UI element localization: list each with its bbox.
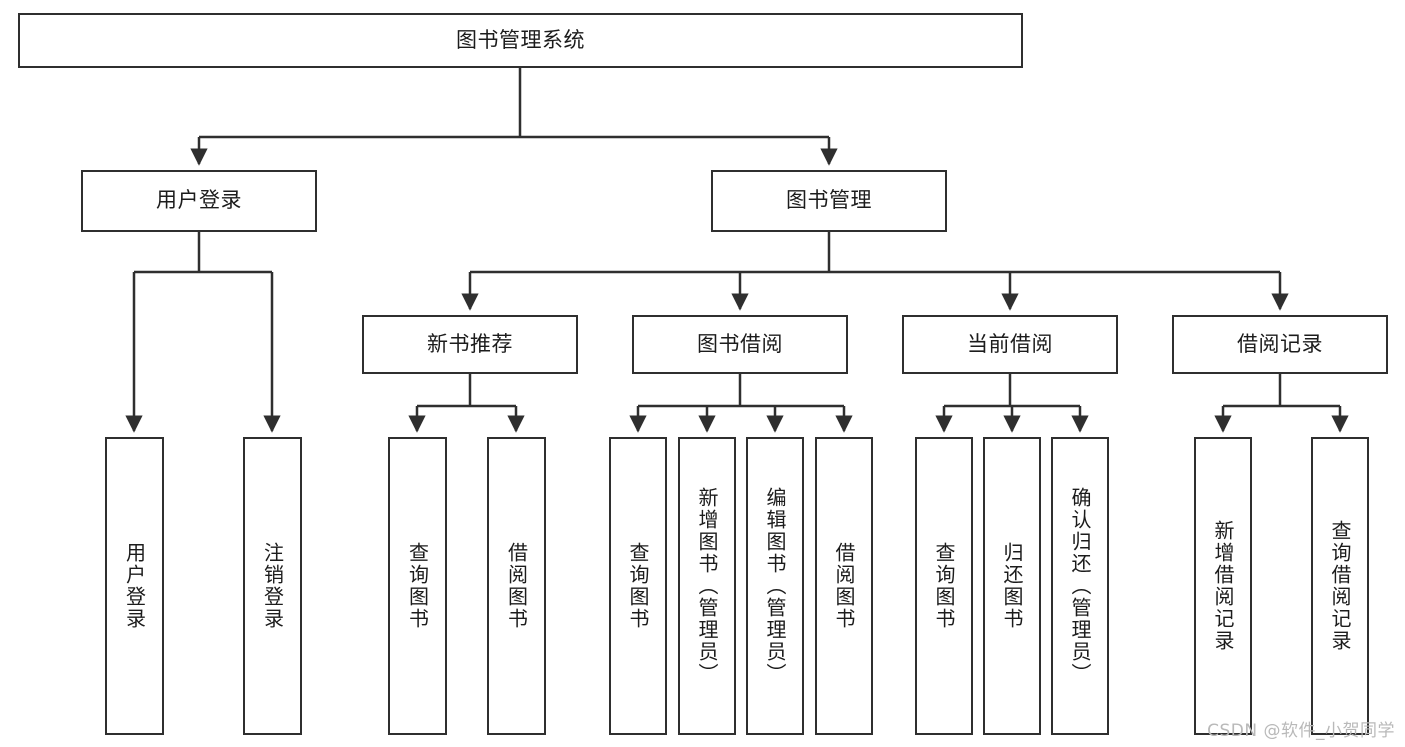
node-leaf-confirm-return-admin[interactable]: 确认归还（管理员） xyxy=(1051,437,1109,735)
node-leaf-add-book-admin[interactable]: 新增图书（管理员） xyxy=(678,437,736,735)
node-label: 图书管理系统 xyxy=(456,27,585,52)
node-label: 当前借阅 xyxy=(967,331,1053,356)
node-leaf-query-book-1[interactable]: 查询图书 xyxy=(388,437,447,735)
node-label: 查询图书 xyxy=(626,542,650,630)
node-label: 确认归还（管理员） xyxy=(1068,487,1092,685)
node-label: 用户登录 xyxy=(122,542,147,630)
node-label: 图书管理 xyxy=(786,188,872,213)
node-current-borrow[interactable]: 当前借阅 xyxy=(902,315,1118,374)
watermark-text: CSDN @软件_小贺同学 xyxy=(1207,721,1395,741)
node-borrow-records[interactable]: 借阅记录 xyxy=(1172,315,1388,374)
node-label: 借阅图书 xyxy=(504,542,529,630)
node-book-management[interactable]: 图书管理 xyxy=(711,170,947,232)
node-label: 查询图书 xyxy=(405,542,430,630)
node-leaf-user-login[interactable]: 用户登录 xyxy=(105,437,164,735)
node-leaf-return-book[interactable]: 归还图书 xyxy=(983,437,1041,735)
node-book-borrow[interactable]: 图书借阅 xyxy=(632,315,848,374)
node-label: 图书借阅 xyxy=(697,331,783,356)
node-label: 借阅图书 xyxy=(832,542,856,630)
node-leaf-query-book-2[interactable]: 查询图书 xyxy=(609,437,667,735)
node-root-system[interactable]: 图书管理系统 xyxy=(18,13,1023,68)
node-label: 归还图书 xyxy=(1000,542,1024,630)
node-leaf-user-logout[interactable]: 注销登录 xyxy=(243,437,302,735)
node-label: 注销登录 xyxy=(260,542,285,630)
node-label: 编辑图书（管理员） xyxy=(763,487,787,685)
node-label: 新增图书（管理员） xyxy=(695,487,719,685)
node-label: 新增借阅记录 xyxy=(1211,520,1235,652)
node-user-login[interactable]: 用户登录 xyxy=(81,170,317,232)
node-leaf-add-borrow-record[interactable]: 新增借阅记录 xyxy=(1194,437,1252,735)
node-leaf-edit-book-admin[interactable]: 编辑图书（管理员） xyxy=(746,437,804,735)
node-label: 查询借阅记录 xyxy=(1328,520,1352,652)
node-label: 新书推荐 xyxy=(427,331,513,356)
node-label: 用户登录 xyxy=(156,188,242,213)
node-new-book-recommend[interactable]: 新书推荐 xyxy=(362,315,578,374)
node-leaf-query-borrow-record[interactable]: 查询借阅记录 xyxy=(1311,437,1369,735)
node-leaf-borrow-book-2[interactable]: 借阅图书 xyxy=(815,437,873,735)
node-label: 查询图书 xyxy=(932,542,956,630)
node-leaf-query-book-3[interactable]: 查询图书 xyxy=(915,437,973,735)
node-leaf-borrow-book-1[interactable]: 借阅图书 xyxy=(487,437,546,735)
node-label: 借阅记录 xyxy=(1237,331,1323,356)
